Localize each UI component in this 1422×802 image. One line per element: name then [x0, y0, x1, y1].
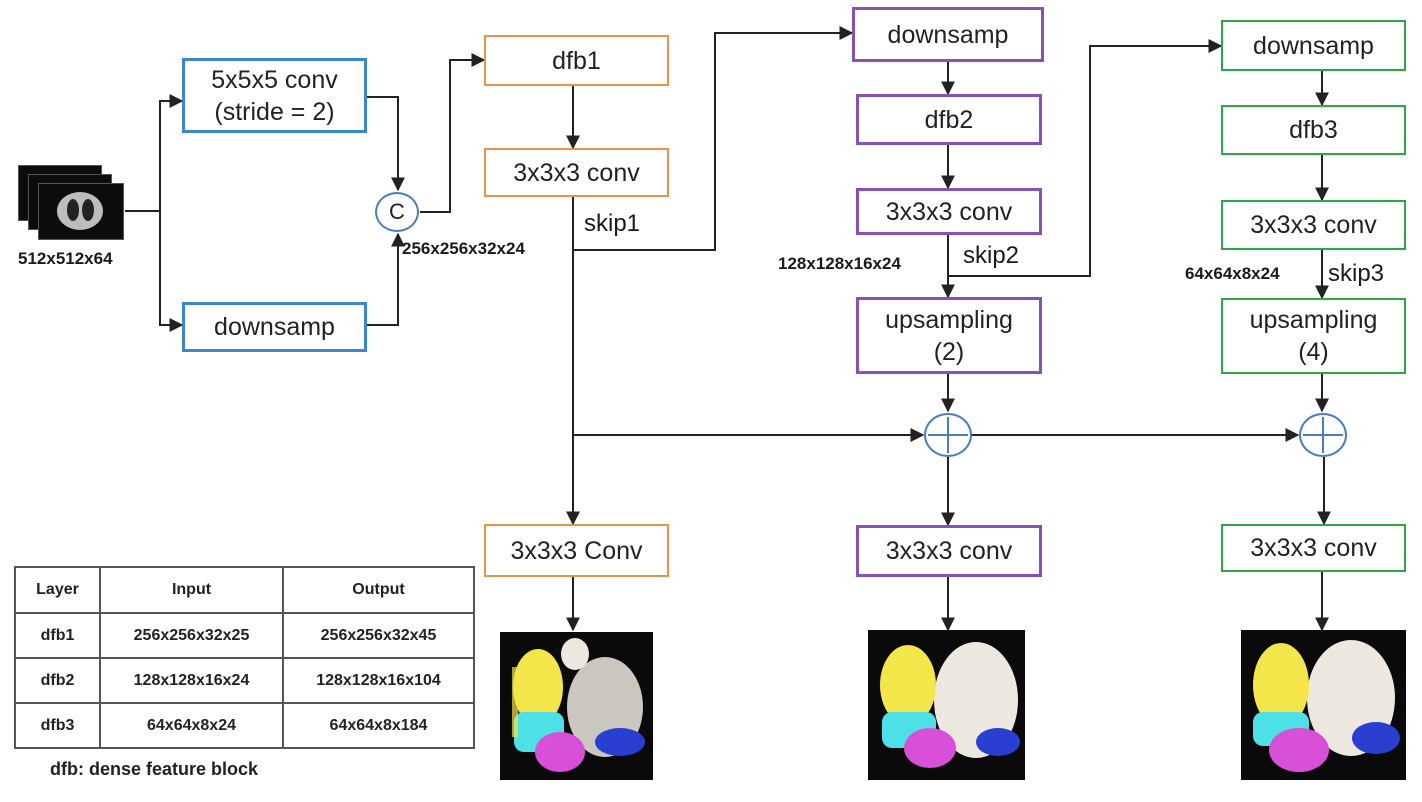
table-cell: dfb2: [14, 657, 101, 704]
downsamp-level3-block: downsamp: [1221, 20, 1406, 71]
sum-node-level2: [924, 413, 972, 457]
output-conv-level3: 3x3x3 conv: [1221, 524, 1406, 572]
lung-segmentation-output-1: [500, 632, 653, 780]
table-footnote: dfb: dense feature block: [50, 759, 259, 779]
table-row: dfb3 64x64x8x24 64x64x8x184: [14, 702, 475, 749]
upsampling4-block: upsampling (4): [1221, 298, 1406, 374]
table-row: dfb2 128x128x16x24 128x128x16x104: [14, 657, 475, 704]
sum-node-level3: [1299, 413, 1347, 457]
dfb-dimension-table: Layer Input Output dfb1 256x256x32x25 25…: [14, 566, 475, 749]
conv5-stride2-block: 5x5x5 conv (stride = 2): [182, 58, 367, 133]
dfb2-block: dfb2: [856, 94, 1042, 145]
table-header-cell: Layer: [14, 566, 101, 614]
dfb3-block: dfb3: [1221, 105, 1406, 155]
table-header-row: Layer Input Output: [14, 566, 475, 614]
conv3-level1-block: 3x3x3 conv: [484, 148, 669, 197]
output-conv-level1: 3x3x3 Conv: [484, 524, 669, 577]
size2-label: 128x128x16x24: [778, 254, 901, 273]
upsampling2-block: upsampling (2): [856, 297, 1042, 374]
table-row: dfb1 256x256x32x25 256x256x32x45: [14, 612, 475, 659]
size3-label: 64x64x8x24: [1185, 264, 1280, 283]
conv3-level3-block: 3x3x3 conv: [1221, 200, 1406, 250]
size1-label: 256x256x32x24: [402, 239, 525, 258]
table-cell: 64x64x8x184: [282, 702, 475, 749]
dfb1-block: dfb1: [484, 35, 669, 86]
table-cell: dfb1: [14, 612, 101, 659]
downsamp-level2-block: downsamp: [852, 7, 1044, 62]
skip3-label: skip3: [1328, 260, 1385, 287]
lung-segmentation-output-2: [868, 630, 1025, 780]
table-cell: 128x128x16x24: [99, 657, 284, 704]
table-cell: 128x128x16x104: [282, 657, 475, 704]
table-cell: dfb3: [14, 702, 101, 749]
table-header-cell: Input: [99, 566, 284, 614]
conv3-level2-block: 3x3x3 conv: [856, 188, 1042, 235]
table-header-cell: Output: [282, 566, 475, 614]
downsamp-input-block: downsamp: [182, 302, 367, 352]
table-cell: 64x64x8x24: [99, 702, 284, 749]
skip2-label: skip2: [963, 242, 1020, 269]
skip1-label: skip1: [584, 210, 641, 237]
lung-segmentation-output-3: [1241, 630, 1406, 780]
table-cell: 256x256x32x25: [99, 612, 284, 659]
table-cell: 256x256x32x45: [282, 612, 475, 659]
input-size-label: 512x512x64: [18, 249, 113, 268]
output-conv-level2: 3x3x3 conv: [856, 525, 1042, 577]
concat-node: C: [375, 192, 419, 232]
